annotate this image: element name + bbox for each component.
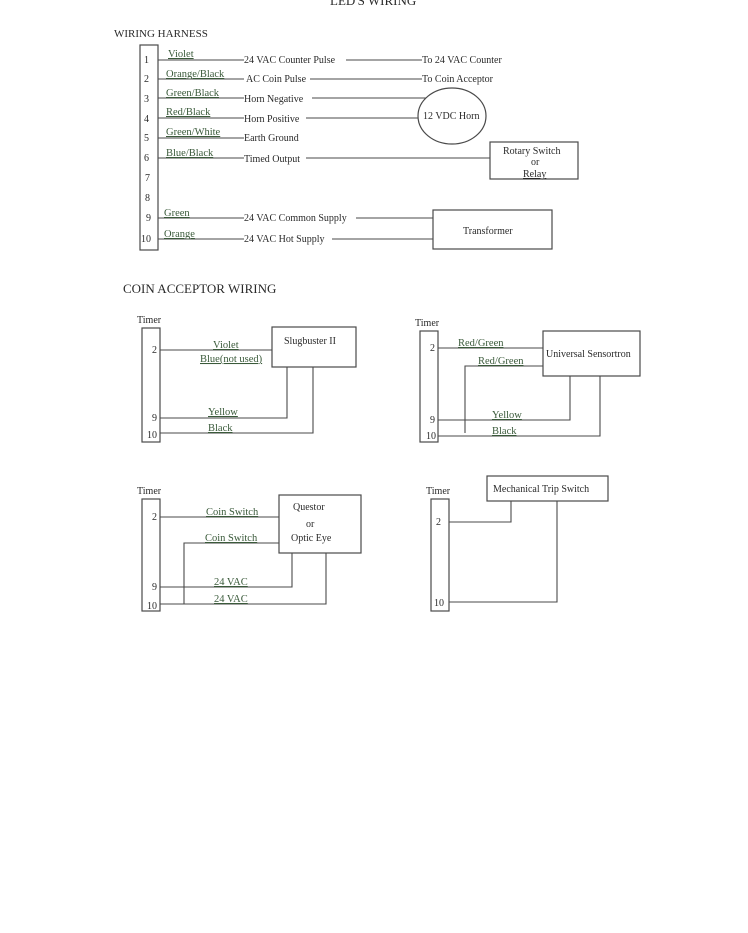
harness-wire-label-5: Green/White: [166, 127, 221, 138]
slugbuster-wire-violet: Violet: [213, 340, 239, 351]
slugbuster-yellow-wire: [160, 367, 288, 419]
slugbuster-diagram: Timer 2 9 10 Slugbuster II Violet Blue(n…: [137, 315, 357, 443]
sensortron-wire-black: Black: [492, 426, 517, 437]
questor-pin-2: 2: [152, 512, 157, 523]
function-label-9: 24 VAC Common Supply: [244, 213, 347, 224]
slugbuster-pin-2: 2: [152, 345, 157, 356]
function-label-2: AC Coin Pulse: [246, 74, 307, 85]
destination-coin-acceptor: To Coin Acceptor: [422, 74, 494, 85]
sensortron-wire-label-2: Red/Green: [478, 356, 524, 367]
wiring-harness-diagram: 1 2 3 4 5 6 7 8 9 10 Violet Orange/Black…: [139, 44, 579, 251]
mechanical-wire-10: [449, 501, 558, 603]
sensortron-black-wire: [438, 376, 601, 437]
mechanical-timer-label: Timer: [426, 486, 451, 497]
coin-acceptor-title: COIN ACCEPTOR WIRING: [123, 281, 276, 296]
slugbuster-wire-blue: Blue(not used): [200, 354, 263, 365]
slugbuster-wire-black: Black: [208, 423, 233, 434]
mechanical-pin-10: 10: [434, 598, 444, 609]
questor-wire-label-1: Coin Switch: [206, 507, 259, 518]
harness-pin-6: 6: [144, 153, 149, 164]
harness-pin-4: 4: [144, 114, 149, 125]
questor-wire-label-4: 24 VAC: [214, 594, 248, 605]
transformer-box: [432, 209, 553, 250]
function-label-3: Horn Negative: [244, 94, 304, 105]
top-title: LED'S WIRING: [330, 0, 416, 8]
questor-pin-9: 9: [152, 582, 157, 593]
mechanical-wire-2: [449, 501, 512, 523]
function-label-1: 24 VAC Counter Pulse: [244, 55, 336, 66]
harness-pin-10: 10: [141, 234, 151, 245]
questor-box-label-3: Optic Eye: [291, 533, 332, 544]
questor-diagram: Timer 2 9 10 Questor or Optic Eye Coin S…: [137, 486, 362, 612]
slugbuster-timer-connector: [141, 327, 161, 443]
sensortron-pin-9: 9: [430, 415, 435, 426]
questor-coin-switch-wire-2: [183, 542, 279, 604]
questor-box-label-1: Questor: [293, 502, 325, 513]
sensortron-box-label: Universal Sensortron: [546, 349, 631, 360]
harness-wire-label-1: Violet: [168, 49, 194, 60]
sensortron-wire-yellow: Yellow: [492, 410, 522, 421]
mechanical-timer-connector: [430, 498, 450, 612]
sensortron-timer-connector: [419, 330, 439, 443]
rotary-label-line1: Rotary Switch: [503, 146, 561, 157]
harness-pin-8: 8: [145, 193, 150, 204]
rotary-label-line2: or: [531, 157, 540, 168]
questor-wire-label-2: Coin Switch: [205, 533, 258, 544]
function-label-6: Timed Output: [244, 154, 300, 165]
harness-pin-9: 9: [146, 213, 151, 224]
harness-wire-label-10: Orange: [164, 229, 195, 240]
slugbuster-pin-10: 10: [147, 430, 157, 441]
slugbuster-wire-yellow: Yellow: [208, 407, 238, 418]
questor-box-label-2: or: [306, 519, 315, 530]
harness-wire-label-3: Green/Black: [166, 88, 220, 99]
sensortron-timer-label: Timer: [415, 318, 440, 329]
questor-timer-label: Timer: [137, 486, 162, 497]
harness-pin-1: 1: [144, 55, 149, 66]
sensortron-pin-10: 10: [426, 431, 436, 442]
questor-24vac-wire-2: [160, 553, 327, 605]
sensortron-wire-label-1: Red/Green: [458, 338, 504, 349]
harness-pin-2: 2: [144, 74, 149, 85]
function-label-5: Earth Ground: [244, 133, 299, 144]
sensortron-diagram: Timer 2 9 10 Universal Sensortron Red/Gr…: [415, 318, 641, 443]
harness-wire-label-2: Orange/Black: [166, 69, 225, 80]
mechanical-switch-box: [486, 475, 609, 502]
questor-24vac-wire-1: [160, 553, 293, 588]
mechanical-box-label: Mechanical Trip Switch: [493, 484, 589, 495]
destination-counter: To 24 VAC Counter: [422, 55, 502, 66]
slugbuster-box-label: Slugbuster II: [284, 336, 336, 347]
harness-connector: [139, 44, 159, 251]
questor-box: [278, 494, 362, 554]
questor-timer-connector: [141, 498, 161, 612]
slugbuster-black-wire: [160, 367, 314, 434]
harness-wire-label-9: Green: [164, 208, 190, 219]
sensortron-wire-2: [464, 365, 543, 433]
harness-wire-label-4: Red/Black: [166, 107, 211, 118]
harness-pin-3: 3: [144, 94, 149, 105]
slugbuster-timer-label: Timer: [137, 315, 162, 326]
harness-pin-5: 5: [144, 133, 149, 144]
sensortron-pin-2: 2: [430, 343, 435, 354]
slugbuster-pin-9: 9: [152, 413, 157, 424]
function-label-4: Horn Positive: [244, 114, 300, 125]
sensortron-yellow-wire: [438, 376, 571, 421]
slugbuster-box: [271, 326, 357, 368]
mechanical-pin-2: 2: [436, 517, 441, 528]
transformer-label: Transformer: [463, 226, 513, 237]
rotary-label-line3: Relay: [523, 169, 546, 180]
questor-wire-label-3: 24 VAC: [214, 577, 248, 588]
mechanical-switch-diagram: Timer 2 10 Mechanical Trip Switch: [426, 475, 609, 612]
harness-pin-7: 7: [145, 173, 150, 184]
rotary-switch-box: [489, 141, 579, 180]
questor-pin-10: 10: [147, 601, 157, 612]
function-label-10: 24 VAC Hot Supply: [244, 234, 324, 245]
harness-wire-label-6: Blue/Black: [166, 148, 214, 159]
horn-label: 12 VDC Horn: [423, 111, 479, 122]
sensortron-box: [542, 330, 641, 377]
horn-symbol: [417, 87, 487, 145]
harness-title: WIRING HARNESS: [114, 28, 208, 40]
